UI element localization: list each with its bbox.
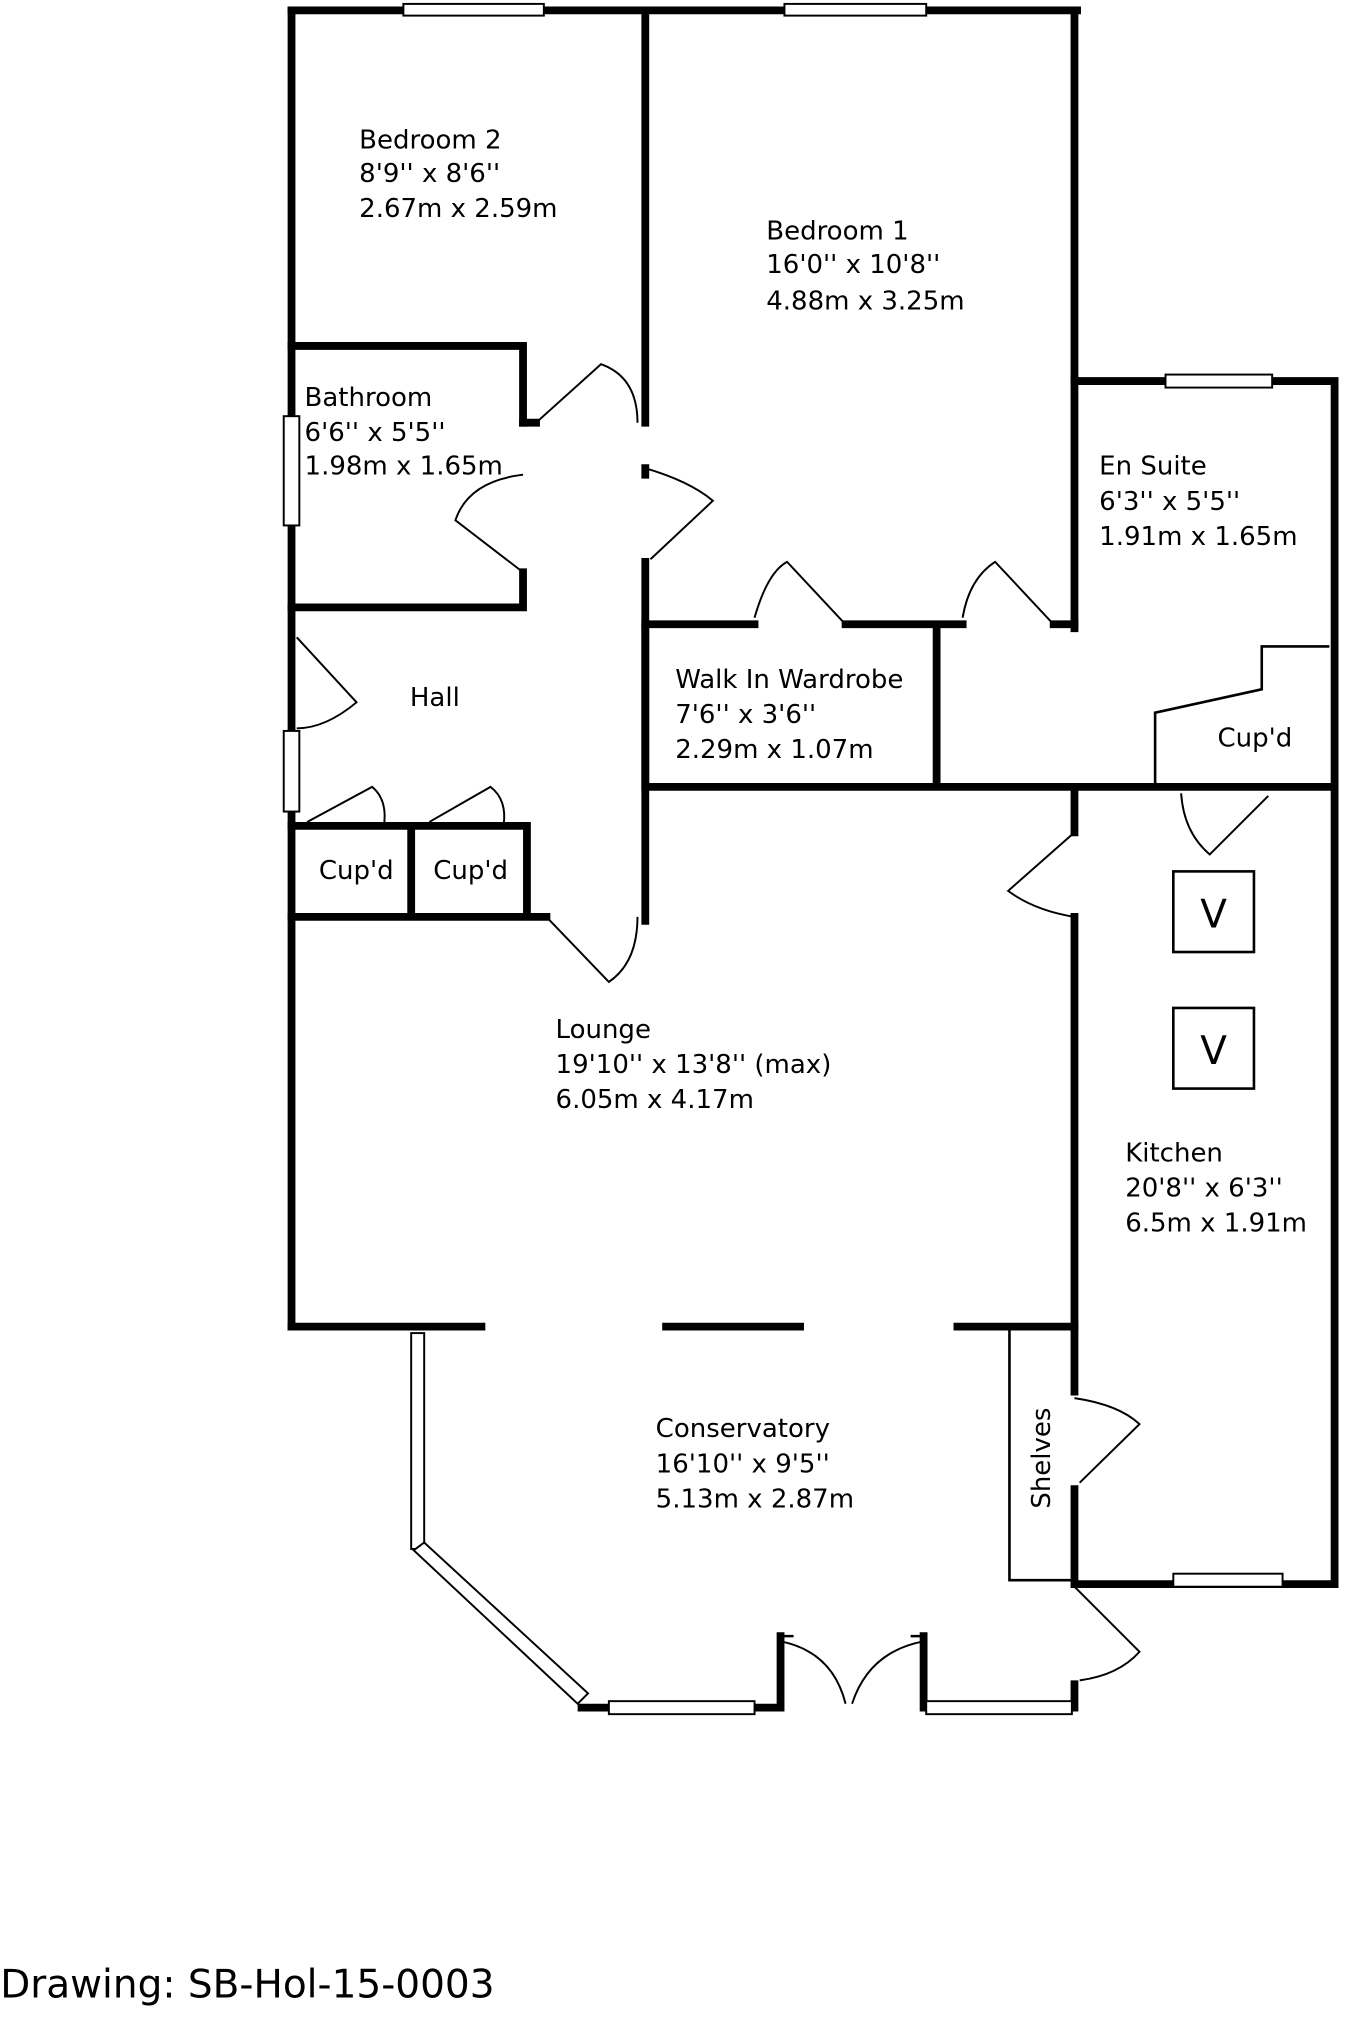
room-metric: 5.13m x 2.87m — [656, 1484, 854, 1514]
windows — [282, 2, 1284, 1716]
room-imperial: 6'6'' x 5'5'' — [305, 418, 446, 448]
room-imperial: 7'6'' x 3'6'' — [675, 700, 816, 730]
shelves-label: Shelves — [1027, 1408, 1057, 1509]
vent-label: V — [1200, 1029, 1227, 1074]
room-wardrobe: Walk In Wardrobe 7'6'' x 3'6'' 2.29m x 1… — [675, 665, 903, 765]
room-metric: 6.5m x 1.91m — [1125, 1209, 1307, 1239]
room-imperial: 16'0'' x 10'8'' — [766, 250, 940, 280]
room-bathroom: Bathroom 6'6'' x 5'5'' 1.98m x 1.65m — [305, 383, 503, 482]
room-ensuite: En Suite 6'3'' x 5'5'' 1.91m x 1.65m — [1099, 452, 1297, 552]
room-metric: 1.91m x 1.65m — [1099, 522, 1297, 552]
room-metric: 6.05m x 4.17m — [556, 1085, 754, 1115]
room-name: Bedroom 1 — [766, 216, 908, 246]
room-name: Bathroom — [305, 383, 433, 413]
vent-boxes: V V — [1172, 870, 1256, 1090]
room-hall: Hall — [410, 683, 460, 713]
room-name: En Suite — [1099, 452, 1207, 482]
room-name: Lounge — [556, 1015, 651, 1045]
room-lounge: Lounge 19'10'' x 13'8'' (max) 6.05m x 4.… — [556, 1015, 832, 1115]
room-imperial: 6'3'' x 5'5'' — [1099, 487, 1240, 517]
room-name: Bedroom 2 — [359, 125, 501, 155]
room-metric: 1.98m x 1.65m — [305, 452, 503, 482]
room-name: Conservatory — [656, 1414, 830, 1444]
room-bedroom2: Bedroom 2 8'9'' x 8'6'' 2.67m x 2.59m — [359, 125, 557, 224]
drawing-caption: Drawing: SB-Hol-15-0003 — [0, 1963, 494, 2008]
cupboard-label: Cup'd — [319, 856, 394, 886]
room-imperial: 19'10'' x 13'8'' (max) — [556, 1050, 832, 1080]
room-kitchen: Kitchen 20'8'' x 6'3'' 6.5m x 1.91m — [1125, 1138, 1307, 1238]
room-imperial: 20'8'' x 6'3'' — [1125, 1174, 1283, 1204]
room-metric: 4.88m x 3.25m — [766, 287, 964, 317]
room-name: Walk In Wardrobe — [675, 665, 903, 695]
cupboard-label: Cup'd — [433, 856, 508, 886]
room-name: Kitchen — [1125, 1138, 1223, 1168]
room-imperial: 8'9'' x 8'6'' — [359, 159, 500, 189]
room-metric: 2.67m x 2.59m — [359, 194, 557, 224]
room-imperial: 16'10'' x 9'5'' — [656, 1449, 830, 1479]
room-bedroom1: Bedroom 1 16'0'' x 10'8'' 4.88m x 3.25m — [766, 216, 964, 316]
doors — [296, 363, 1269, 1705]
cupboard-label: Cup'd — [1218, 724, 1293, 754]
vent-label: V — [1200, 892, 1227, 937]
room-metric: 2.29m x 1.07m — [675, 735, 873, 765]
room-conservatory: Conservatory 16'10'' x 9'5'' 5.13m x 2.8… — [656, 1414, 854, 1514]
